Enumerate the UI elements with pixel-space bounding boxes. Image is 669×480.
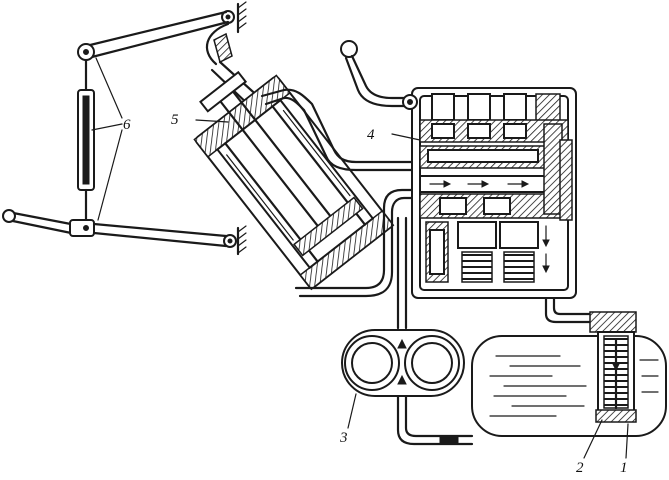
linkage-mechanism: 6: [2, 1, 247, 256]
lever-knob[interactable]: [340, 40, 358, 58]
lower-wall-support: [223, 225, 247, 256]
hydraulic-cylinder: 5: [171, 22, 395, 291]
oil-level-lines: [489, 355, 659, 417]
gear-pump: 3: [339, 329, 465, 446]
hydraulic-lines: [260, 88, 592, 446]
label-5: 5: [171, 112, 179, 128]
label-1: 1: [620, 460, 628, 476]
label-2: 2: [576, 460, 584, 476]
label-3: 3: [339, 430, 348, 446]
filter: [589, 311, 637, 423]
label-4: 4: [367, 127, 375, 143]
control-valve-block: 4: [367, 87, 577, 299]
top-wall-support: [221, 1, 247, 34]
control-lever: [340, 40, 418, 110]
oil-tank: 2 1: [471, 311, 667, 476]
label-6: 6: [123, 117, 131, 133]
